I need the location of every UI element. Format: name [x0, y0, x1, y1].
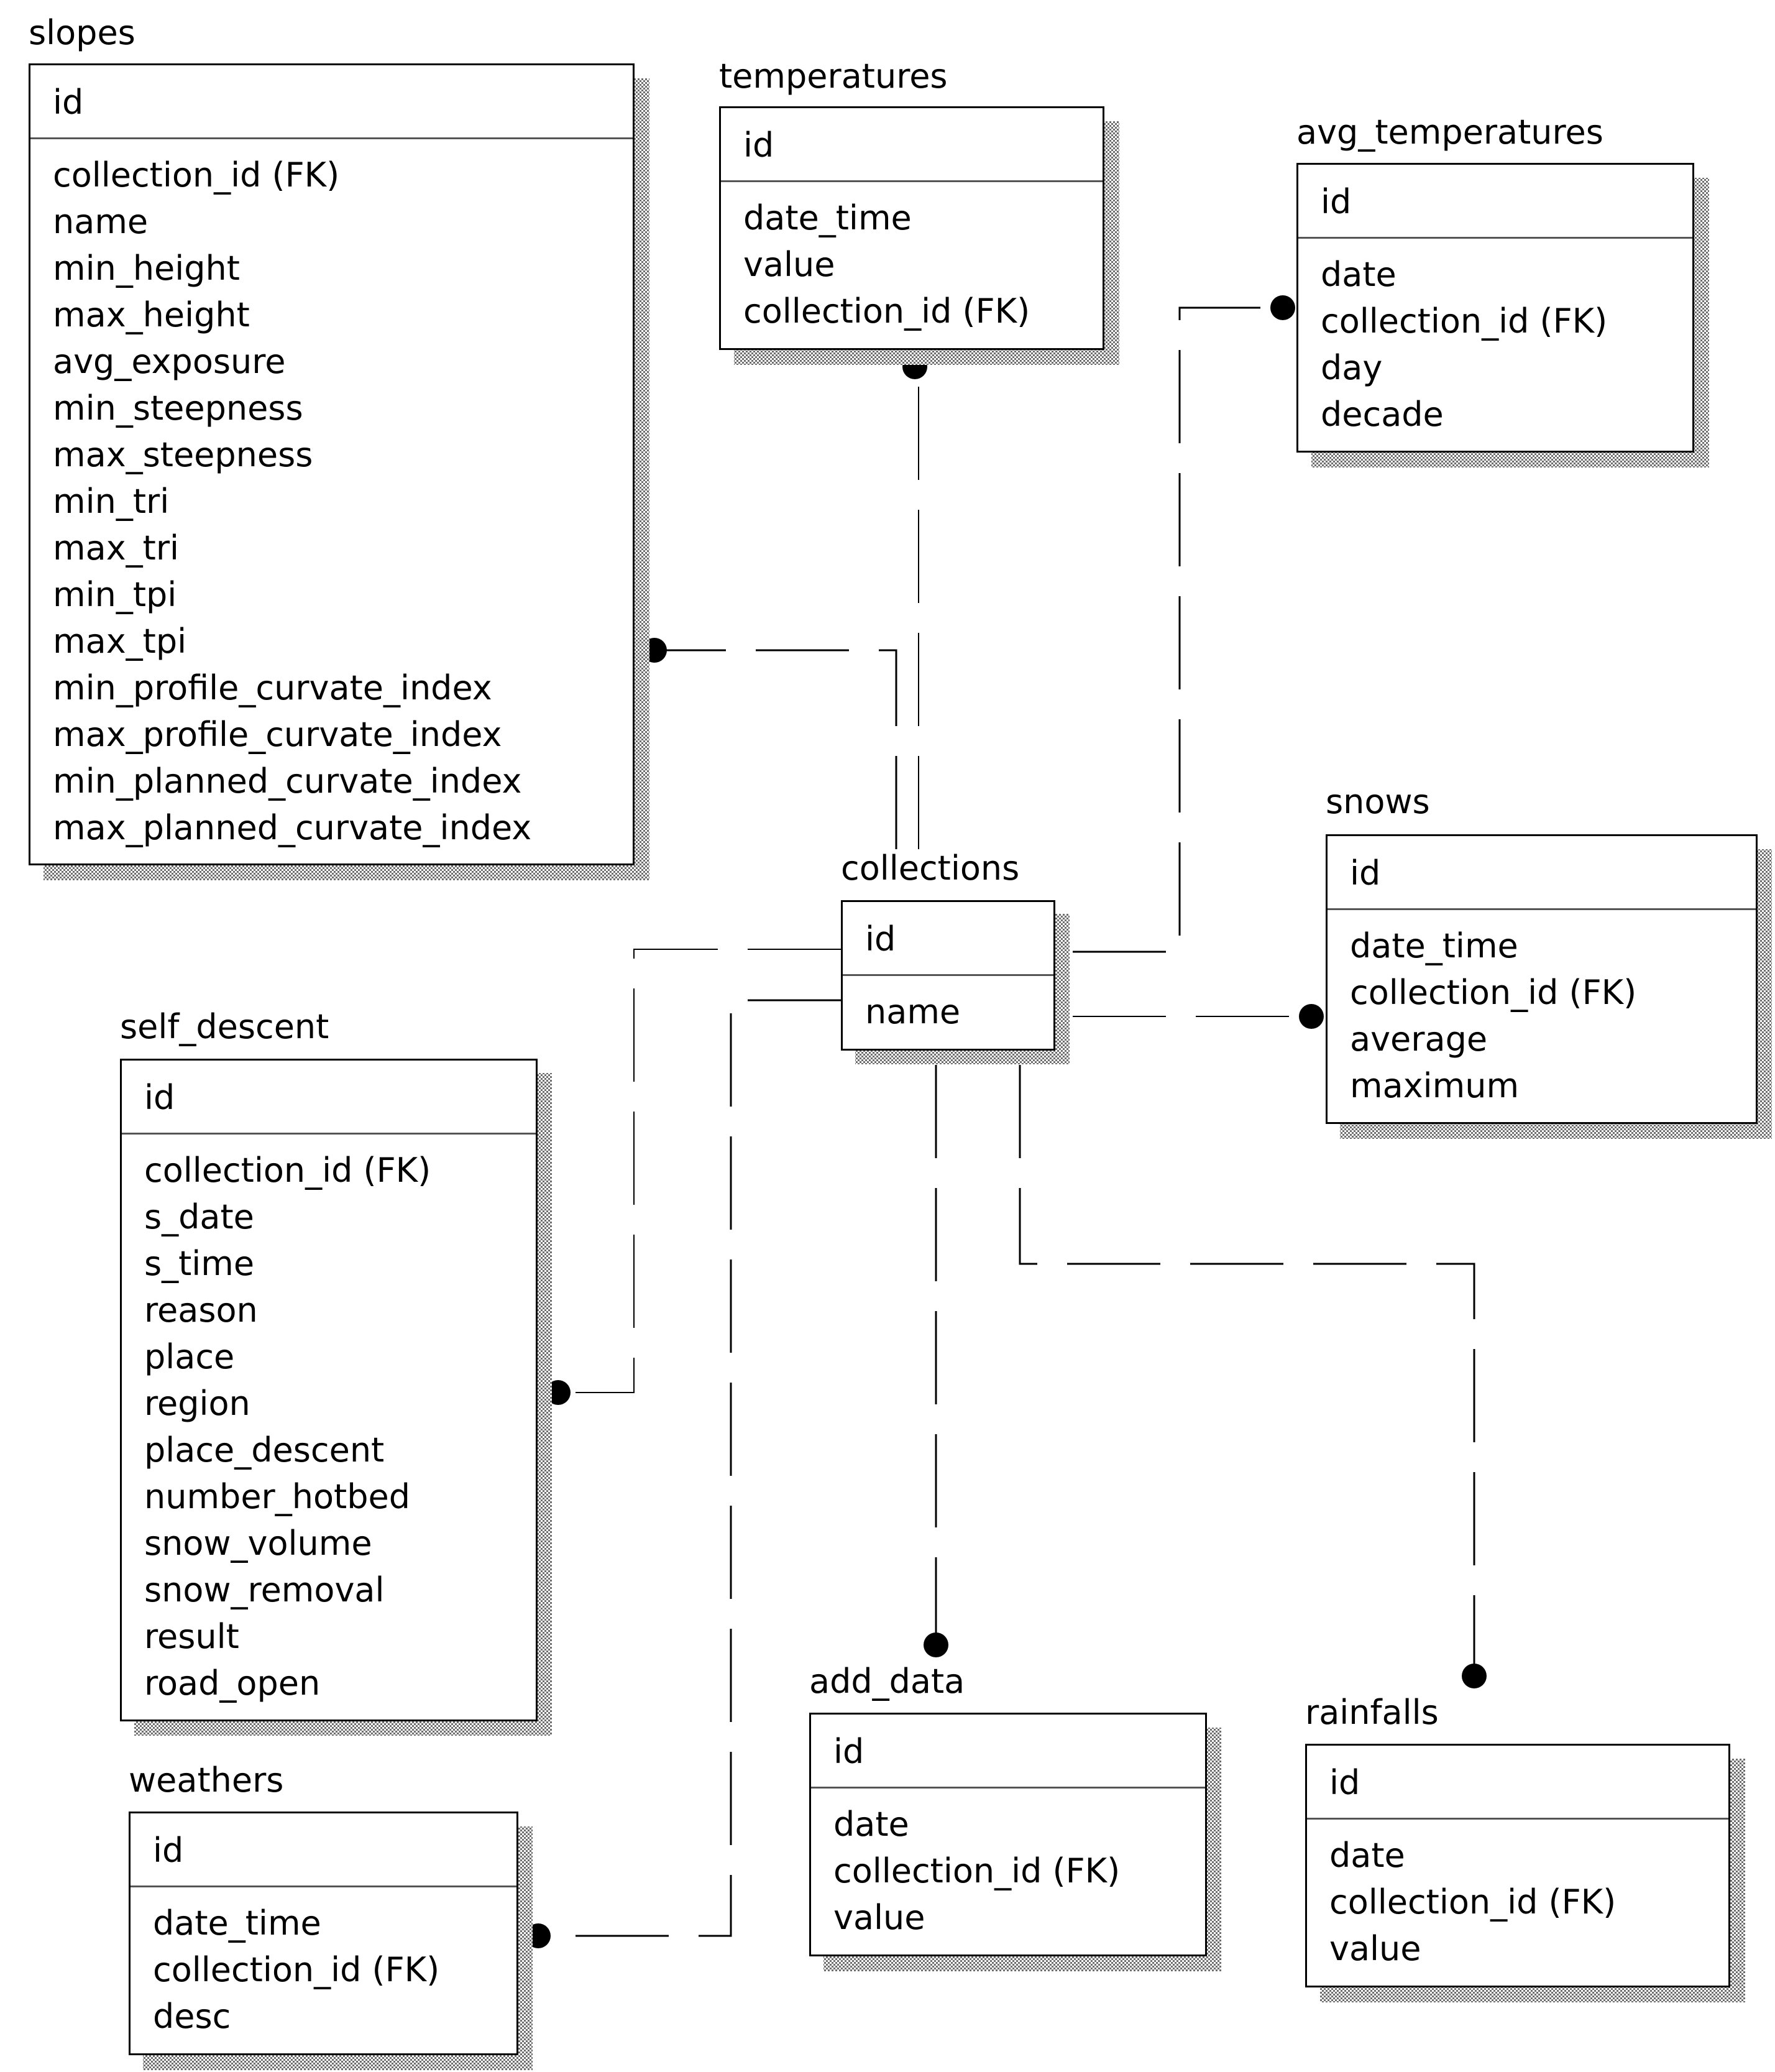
- temperatures-pk: id: [721, 108, 1103, 182]
- attribute-row: name: [53, 202, 149, 241]
- avg-temperatures-pk: id: [1298, 165, 1692, 239]
- attribute-row: snow_removal: [144, 1570, 385, 1609]
- attribute-row: result: [144, 1617, 239, 1656]
- snows-pk: id: [1328, 836, 1756, 910]
- attribute-row: decade: [1321, 395, 1444, 434]
- slopes-pk: id: [30, 65, 633, 139]
- add-data-title: add_data: [809, 1662, 965, 1701]
- link-collections-rainfalls: [1019, 1065, 1475, 1676]
- attribute-row: region: [144, 1384, 250, 1423]
- attribute-row: value: [833, 1898, 925, 1937]
- slopes-title: slopes: [29, 13, 135, 52]
- attribute-row: collection_id (FK): [153, 1950, 440, 1989]
- collections-table[interactable]: id name: [841, 900, 1055, 1051]
- attribute-row: max_tpi: [53, 622, 187, 661]
- attribute-row: s_date: [144, 1197, 254, 1236]
- link-collections-self-descent: [558, 949, 841, 1393]
- attribute-row: collection_id (FK): [743, 292, 1030, 331]
- attribute-row: collection_id (FK): [1350, 973, 1637, 1012]
- attribute-row: min_planned_curvate_index: [53, 762, 522, 801]
- weathers-pk: id: [131, 1813, 516, 1887]
- attribute-row: collection_id (FK): [53, 155, 340, 195]
- attribute-row: date: [1329, 1836, 1405, 1875]
- weathers-attributes: date_time collection_id (FK) desc: [131, 1887, 516, 2040]
- attribute-row: min_profile_curvate_index: [53, 668, 492, 707]
- attribute-row: number_hotbed: [144, 1477, 410, 1516]
- attribute-row: min_tri: [53, 482, 170, 521]
- rainfalls-attributes: date collection_id (FK) value: [1307, 1820, 1728, 1972]
- attribute-row: max_tri: [53, 528, 180, 568]
- attribute-row: max_planned_curvate_index: [53, 808, 532, 847]
- attribute-row: snow_volume: [144, 1524, 372, 1563]
- attribute-row: max_steepness: [53, 435, 313, 474]
- collections-attributes: name: [843, 976, 1053, 1035]
- endpoint-dot-snows: [1299, 1004, 1324, 1029]
- slopes-table[interactable]: id collection_id (FK) name min_height max_h…: [29, 63, 635, 865]
- temperatures-title: temperatures: [719, 57, 948, 96]
- attribute-row: max_height: [53, 295, 250, 334]
- avg-temperatures-title: avg_temperatures: [1296, 113, 1603, 152]
- endpoint-dot-rainfalls: [1462, 1664, 1487, 1688]
- add-data-pk: id: [811, 1715, 1205, 1789]
- attribute-row: min_steepness: [53, 389, 303, 428]
- snows-attributes: date_time collection_id (FK) average maximu…: [1328, 910, 1756, 1109]
- avg-temperatures-table[interactable]: id date collection_id (FK) day decade: [1296, 163, 1694, 453]
- weathers-table[interactable]: id date_time collection_id (FK) desc: [129, 1812, 518, 2055]
- avg-temperatures-attributes: date collection_id (FK) day decade: [1298, 239, 1692, 438]
- snows-table[interactable]: id date_time collection_id (FK) average max…: [1326, 834, 1758, 1124]
- attribute-row: collection_id (FK): [144, 1151, 431, 1190]
- attribute-row: reason: [144, 1291, 258, 1330]
- attribute-row: place: [144, 1337, 235, 1376]
- attribute-row: max_profile_curvate_index: [53, 715, 502, 754]
- attribute-row: desc: [153, 1997, 231, 2036]
- endpoint-dot-add-data: [924, 1632, 948, 1657]
- attribute-row: date: [833, 1805, 909, 1844]
- attribute-row: s_time: [144, 1244, 255, 1283]
- attribute-row: name: [865, 992, 961, 1031]
- rainfalls-pk: id: [1307, 1746, 1728, 1820]
- attribute-row: date_time: [153, 1904, 321, 1943]
- self-descent-pk: id: [122, 1061, 536, 1135]
- rainfalls-title: rainfalls: [1305, 1693, 1439, 1732]
- link-collections-weathers: [538, 999, 841, 1937]
- slopes-attributes: collection_id (FK) name min_height max_heig…: [30, 139, 633, 851]
- endpoint-dot-avg-temperatures: [1270, 295, 1295, 320]
- attribute-row: day: [1321, 348, 1383, 387]
- attribute-row: collection_id (FK): [833, 1851, 1121, 1890]
- link-collections-avg-temperatures: [1073, 306, 1283, 953]
- collections-title: collections: [841, 849, 1020, 888]
- attribute-row: road_open: [144, 1664, 321, 1703]
- rainfalls-table[interactable]: id date collection_id (FK) value: [1305, 1744, 1730, 1987]
- attribute-row: date: [1321, 255, 1397, 294]
- attribute-row: value: [743, 245, 835, 284]
- snows-title: snows: [1326, 782, 1430, 821]
- attribute-row: value: [1329, 1929, 1421, 1968]
- attribute-row: min_height: [53, 249, 240, 288]
- self-descent-title: self_descent: [120, 1007, 329, 1046]
- attribute-row: avg_exposure: [53, 342, 286, 381]
- add-data-table[interactable]: id date collection_id (FK) value: [809, 1713, 1207, 1956]
- attribute-row: collection_id (FK): [1321, 302, 1608, 341]
- attribute-row: date_time: [1350, 926, 1518, 965]
- attribute-row: average: [1350, 1020, 1488, 1059]
- add-data-attributes: date collection_id (FK) value: [811, 1789, 1205, 1941]
- collections-pk: id: [843, 902, 1053, 976]
- attribute-row: collection_id (FK): [1329, 1882, 1617, 1922]
- attribute-row: place_descent: [144, 1430, 385, 1470]
- attribute-row: min_tpi: [53, 575, 177, 614]
- attribute-row: maximum: [1350, 1066, 1520, 1105]
- weathers-title: weathers: [129, 1761, 284, 1800]
- link-collections-slopes: [654, 649, 897, 849]
- attribute-row: date_time: [743, 198, 912, 237]
